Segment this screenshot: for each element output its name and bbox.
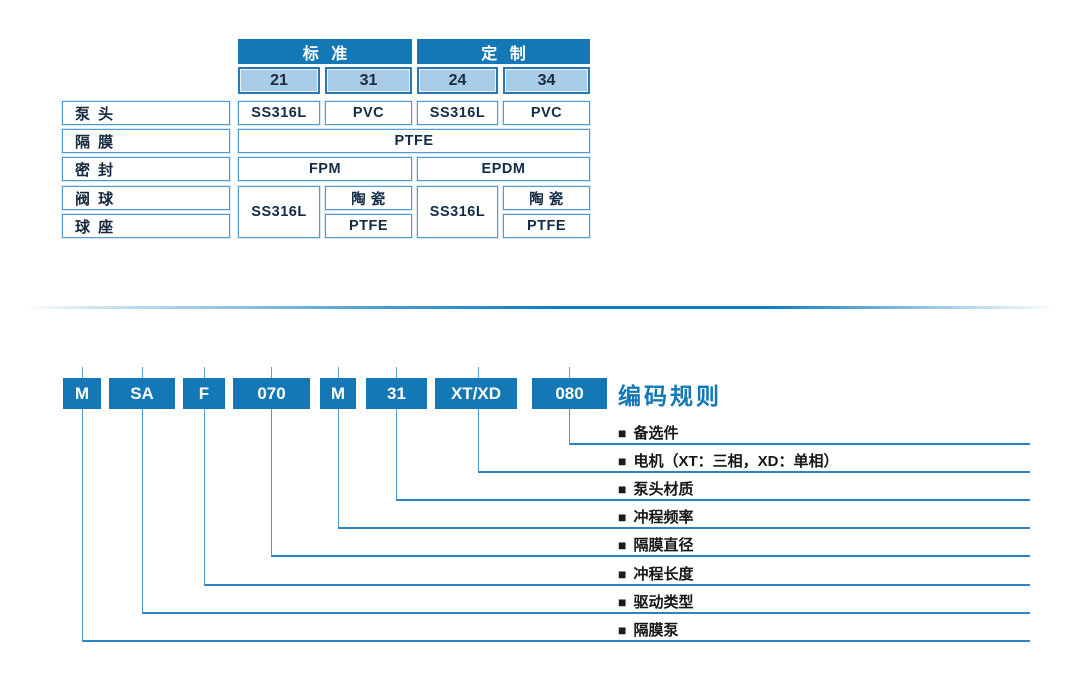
cell-ball-seat-standard-ss316l: SS316L (238, 186, 320, 238)
model-column-31: 31 (325, 67, 412, 94)
segment-tick-line (338, 367, 339, 378)
segment-connector-line (396, 409, 1030, 501)
cell-seal-custom: EPDM (417, 157, 590, 181)
segment-tick-line (569, 367, 570, 378)
row-label-diaphragm: 隔 膜 (62, 129, 230, 153)
page-divider (22, 306, 1058, 309)
legend-item-pump-head-material: ■ 泵头材质 (618, 479, 693, 499)
segment-connector-line (271, 409, 1030, 557)
model-column-24: 24 (417, 67, 498, 94)
code-segment-stroke-length: F (183, 378, 225, 409)
column-group-header-custom: 定 制 (417, 39, 590, 64)
column-group-header-standard: 标 准 (238, 39, 412, 64)
model-column-34: 34 (503, 67, 590, 94)
legend-item-drive-type: ■ 驱动类型 (618, 592, 693, 612)
bullet-square-icon: ■ (618, 481, 627, 497)
cell-diaphragm-all: PTFE (238, 129, 590, 153)
row-label-valve-ball: 阀 球 (62, 186, 230, 210)
legend-item-stroke-frequency: ■ 冲程频率 (618, 507, 693, 527)
cell-valve-ball-standard-ceramic: 陶 瓷 (325, 186, 412, 210)
legend-item-options: ■ 备选件 (618, 423, 678, 443)
code-segment-diaphragm-pump: M (63, 378, 101, 409)
bullet-square-icon: ■ (618, 622, 627, 638)
row-label-ball-seat: 球 座 (62, 214, 230, 238)
segment-tick-line (142, 367, 143, 378)
segment-tick-line (204, 367, 205, 378)
code-segment-drive-type: SA (109, 378, 175, 409)
cell-ball-seat-custom-ptfe: PTFE (503, 214, 590, 238)
segment-connector-line (338, 409, 1030, 529)
legend-item-label: 隔膜泵 (633, 622, 679, 639)
cell-valve-ball-custom-ceramic: 陶 瓷 (503, 186, 590, 210)
segment-connector-line (142, 409, 1030, 614)
bullet-square-icon: ■ (618, 594, 627, 610)
legend-item-label: 驱动类型 (633, 594, 694, 611)
code-segment-pump-head-material: 31 (366, 378, 427, 409)
segment-tick-line (396, 367, 397, 378)
cell-ball-seat-custom-ss316l: SS316L (417, 186, 498, 238)
code-segment-options: 080 (532, 378, 607, 409)
legend-item-label: 电机（XT：三相，XD：单相） (633, 453, 839, 470)
segment-tick-line (478, 367, 479, 378)
segment-connector-line (569, 409, 1030, 445)
legend-item-label: 隔膜直径 (633, 537, 694, 554)
bullet-square-icon: ■ (618, 425, 627, 441)
legend-item-diaphragm-pump: ■ 隔膜泵 (618, 620, 678, 640)
segment-connector-line (478, 409, 1030, 473)
row-label-seal: 密 封 (62, 157, 230, 181)
legend-item-label: 备选件 (633, 425, 679, 442)
legend-item-label: 泵头材质 (633, 481, 694, 498)
segment-connector-line (82, 409, 1030, 642)
model-column-21: 21 (238, 67, 320, 94)
bullet-square-icon: ■ (618, 509, 627, 525)
code-segment-motor: XT/XD (435, 378, 517, 409)
row-label-pump-head: 泵 头 (62, 101, 230, 125)
bullet-square-icon: ■ (618, 453, 627, 469)
cell-pump-head-21: SS316L (238, 101, 320, 125)
cell-pump-head-34: PVC (503, 101, 590, 125)
legend-item-motor: ■ 电机（XT：三相，XD：单相） (618, 451, 838, 471)
legend-item-label: 冲程长度 (633, 566, 694, 583)
segment-tick-line (82, 367, 83, 378)
cell-pump-head-31: PVC (325, 101, 412, 125)
cell-pump-head-24: SS316L (417, 101, 498, 125)
cell-ball-seat-standard-ptfe: PTFE (325, 214, 412, 238)
bullet-square-icon: ■ (618, 566, 627, 582)
segment-tick-line (271, 367, 272, 378)
code-segment-diaphragm-diameter: 070 (233, 378, 310, 409)
segment-connector-line (204, 409, 1030, 586)
code-segment-stroke-frequency: M (320, 378, 356, 409)
legend-item-diaphragm-diameter: ■ 隔膜直径 (618, 535, 693, 555)
legend-item-label: 冲程频率 (633, 509, 694, 526)
bullet-square-icon: ■ (618, 537, 627, 553)
cell-seal-standard: FPM (238, 157, 412, 181)
coding-rules-title: 编码规则 (618, 383, 722, 409)
legend-item-stroke-length: ■ 冲程长度 (618, 564, 693, 584)
